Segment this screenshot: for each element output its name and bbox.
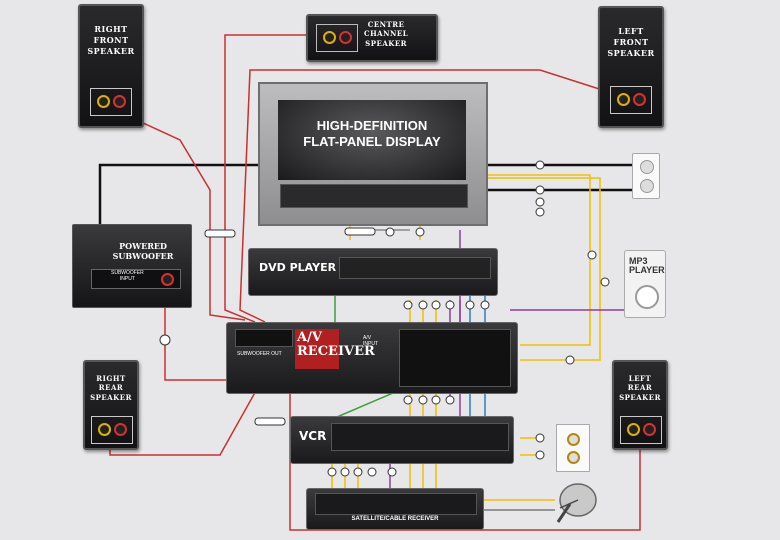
left-front-speaker: LEFT FRONT SPEAKER xyxy=(598,6,664,128)
outlet-socket-bottom xyxy=(640,179,654,193)
terminal-positive xyxy=(323,31,336,44)
flat-panel-display: HIGH-DEFINITION FLAT-PANEL DISPLAY xyxy=(258,82,488,226)
tag-18 xyxy=(403,395,413,405)
tag-5 xyxy=(535,160,545,170)
tag-16 xyxy=(465,300,475,310)
vcr-rear-panel xyxy=(331,423,509,451)
tag-8 xyxy=(535,207,545,217)
terminal-positive xyxy=(98,423,111,436)
tag-23 xyxy=(340,467,350,477)
subwoofer-input-label: SUBWOOFER INPUT xyxy=(111,270,144,282)
subwoofer-input-jack xyxy=(161,273,174,286)
tag-24 xyxy=(353,467,363,477)
left-front-terminals xyxy=(610,86,652,114)
left-rear-terminals xyxy=(620,416,662,444)
wire-centre xyxy=(224,34,310,323)
tag-27 xyxy=(535,433,545,443)
tag-29 xyxy=(385,227,395,237)
receiver-sub-out: SUBWOOFER OUT xyxy=(237,351,282,357)
terminal-negative xyxy=(633,93,646,106)
right-rear-speaker: RIGHT REAR SPEAKER xyxy=(83,360,139,450)
terminal-negative xyxy=(643,423,656,436)
tag-3 xyxy=(254,417,286,426)
left-rear-speaker-label: LEFT REAR SPEAKER xyxy=(619,374,661,402)
tag-26 xyxy=(387,467,397,477)
display-title-2: FLAT-PANEL DISPLAY xyxy=(303,134,441,149)
receiver-label: A/V RECEIVER xyxy=(297,330,375,359)
vcr: VCR xyxy=(290,416,514,464)
receiver-logo-box xyxy=(295,329,339,369)
coax-wall-plate xyxy=(556,424,590,472)
vcr-label: VCR xyxy=(299,429,327,443)
terminal-positive xyxy=(617,93,630,106)
tag-9 xyxy=(587,250,597,260)
dvd-player-label: DVD PLAYER xyxy=(259,261,337,274)
display-input-panel xyxy=(280,184,468,208)
av-receiver: A/V RECEIVER A/V INPUT SUBWOOFER OUT xyxy=(226,322,518,394)
right-rear-terminals xyxy=(91,416,133,444)
tag-21 xyxy=(445,395,455,405)
tag-20 xyxy=(431,395,441,405)
right-front-speaker-label: RIGHT FRONT SPEAKER xyxy=(87,24,135,56)
right-rear-speaker-label: RIGHT REAR SPEAKER xyxy=(90,374,132,402)
tag-2 xyxy=(344,227,376,236)
terminal-positive xyxy=(97,95,110,108)
receiver-jack-row-1 xyxy=(235,329,293,347)
wire-right-front xyxy=(114,109,246,321)
left-front-speaker-label: LEFT FRONT SPEAKER xyxy=(607,26,655,58)
centre-speaker-label: CENTRE CHANNEL SPEAKER xyxy=(364,20,409,48)
display-title-1: HIGH-DEFINITION xyxy=(316,118,428,133)
tag-11 xyxy=(565,355,575,365)
tag-22 xyxy=(327,467,337,477)
tag-30 xyxy=(415,227,425,237)
cable-tags xyxy=(159,160,610,477)
satellite-cable-receiver: SATELLITE/CABLE RECEIVER xyxy=(306,488,484,530)
wire-optical-2 xyxy=(329,389,401,421)
outlet-socket-top xyxy=(640,160,654,174)
display-screen xyxy=(278,100,466,180)
satellite-rear-panel xyxy=(315,493,477,515)
centre-channel-speaker: CENTRE CHANNEL SPEAKER xyxy=(306,14,438,62)
subwoofer-input-panel xyxy=(91,269,181,289)
wire-left-front xyxy=(239,69,619,323)
tag-12 xyxy=(403,300,413,310)
satellite-dish-icon xyxy=(556,483,597,523)
terminal-negative xyxy=(339,31,352,44)
dvd-player: DVD PLAYER xyxy=(248,248,498,296)
mp3-wheel xyxy=(635,285,659,309)
terminal-negative xyxy=(113,95,126,108)
coax-jack-bottom xyxy=(567,451,580,464)
tag-25 xyxy=(367,467,377,477)
mp3-player: MP3 PLAYER xyxy=(624,250,666,318)
tag-19 xyxy=(418,395,428,405)
subwoofer-label: POWERED SUBWOOFER xyxy=(112,241,174,262)
tag-13 xyxy=(418,300,428,310)
terminal-positive xyxy=(627,423,640,436)
receiver-sub-label: A/V INPUT xyxy=(363,335,378,347)
tag-10 xyxy=(600,277,610,287)
tag-6 xyxy=(535,185,545,195)
wall-outlet xyxy=(632,153,660,199)
coax-jack-top xyxy=(567,433,580,446)
left-rear-speaker: LEFT REAR SPEAKER xyxy=(612,360,668,450)
wire-sub xyxy=(164,290,235,381)
terminal-negative xyxy=(114,423,127,436)
tag-4 xyxy=(159,334,171,346)
centre-terminals xyxy=(316,24,358,52)
right-front-speaker: RIGHT FRONT SPEAKER xyxy=(78,4,144,128)
right-front-terminals xyxy=(90,88,132,116)
tag-15 xyxy=(445,300,455,310)
receiver-jack-row-2 xyxy=(399,329,511,387)
dvd-rear-panel xyxy=(339,257,491,279)
tag-28 xyxy=(535,450,545,460)
tag-14 xyxy=(431,300,441,310)
tag-7 xyxy=(535,197,545,207)
tag-17 xyxy=(480,300,490,310)
tag-1 xyxy=(204,229,236,238)
satellite-label: SATELLITE/CABLE RECEIVER xyxy=(351,516,439,522)
mp3-label: MP3 PLAYER xyxy=(629,256,665,275)
powered-subwoofer: POWERED SUBWOOFER SUBWOOFER INPUT xyxy=(72,224,192,308)
wire-audio-5 xyxy=(510,280,641,311)
